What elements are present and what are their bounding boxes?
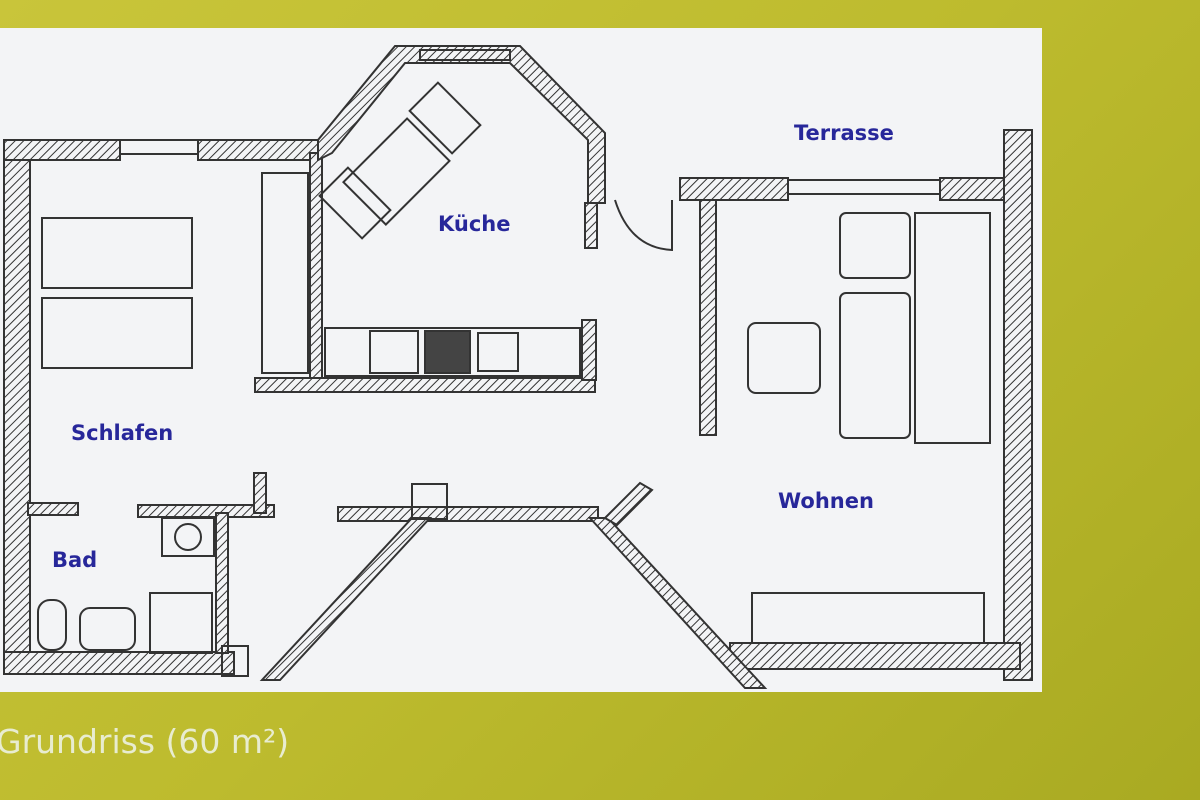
floor-plan-drawing [3,45,1033,689]
floor-plan: Terrasse Küche Schlafen Bad Wohnen [0,28,1042,692]
room-label-wohnen: Wohnen [778,489,874,513]
room-label-schlafen: Schlafen [71,421,174,445]
room-label-terrasse: Terrasse [794,121,894,145]
room-label-bad: Bad [52,548,98,572]
walls [3,45,1033,689]
caption: Grundriss (60 m²) [0,722,290,761]
furniture [37,49,991,677]
room-label-kueche: Küche [438,212,511,236]
